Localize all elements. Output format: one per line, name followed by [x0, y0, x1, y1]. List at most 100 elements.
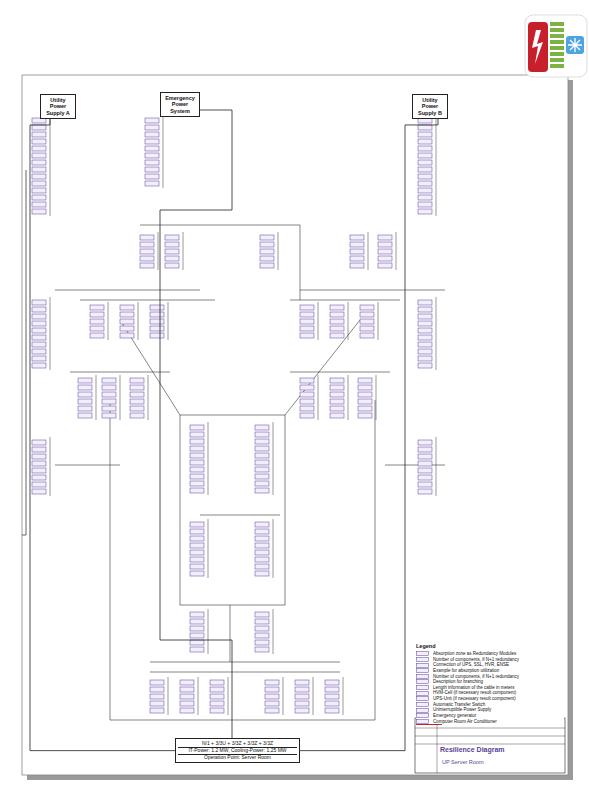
component-box — [102, 392, 116, 397]
component-box — [210, 694, 224, 699]
component-box — [418, 468, 432, 473]
feeder-line — [348, 375, 349, 420]
component-box — [330, 333, 344, 338]
component-box — [190, 481, 204, 486]
component-box — [190, 488, 204, 493]
component-box — [260, 263, 274, 268]
legend-sample — [416, 685, 430, 690]
component-box — [260, 256, 274, 261]
component-box — [130, 385, 144, 390]
component-box — [330, 399, 344, 404]
component-box — [295, 680, 309, 685]
legend-row: Example for absorption utilization — [416, 668, 564, 674]
component-box — [300, 333, 314, 338]
feeder-line — [120, 375, 121, 420]
component-box — [120, 305, 134, 310]
component-box — [150, 326, 164, 331]
component-box — [32, 475, 46, 480]
component-box — [190, 633, 204, 638]
component-box — [300, 406, 314, 411]
legend-text: UPS-Unit (if necessary result component) — [433, 696, 516, 702]
component-box — [418, 125, 432, 130]
component-box — [190, 557, 204, 562]
component-box — [255, 425, 269, 430]
component-box — [32, 146, 46, 151]
legend-row: Number of components, if N+1 redundancy — [416, 674, 564, 680]
component-box — [130, 399, 144, 404]
component-box — [300, 385, 314, 390]
component-box — [78, 378, 92, 383]
component-box — [418, 475, 432, 480]
legend-row: Number of components, if N+1 redundancy — [416, 657, 564, 663]
legend-sample — [416, 708, 430, 713]
component-box — [418, 307, 432, 312]
component-box — [265, 680, 279, 685]
component-box — [32, 356, 46, 361]
component-box — [165, 256, 179, 261]
node-text: Operation Point: Server Room — [178, 754, 297, 761]
node-text: Emergency Power System — [163, 95, 197, 114]
component-box — [140, 256, 154, 261]
component-box — [32, 321, 46, 326]
component-box — [418, 139, 432, 144]
component-box — [32, 167, 46, 172]
source-box: Utility Power Supply A — [40, 94, 76, 119]
component-box — [300, 378, 314, 383]
legend-sample — [416, 713, 430, 718]
legend-row: Connection of UPS, SSL, HVR, ENSE — [416, 662, 564, 668]
component-box — [418, 167, 432, 172]
component-box — [32, 328, 46, 333]
component-box — [150, 333, 164, 338]
component-box — [190, 564, 204, 569]
legend-text: Connection of UPS, SSL, HVR, ENSE — [433, 662, 509, 668]
component-box — [418, 321, 432, 326]
feeder-line — [148, 375, 149, 420]
component-box — [145, 160, 159, 165]
feeder-line — [50, 297, 51, 370]
component-box — [378, 256, 392, 261]
component-box — [255, 474, 269, 479]
component-box — [140, 249, 154, 254]
component-box — [32, 363, 46, 368]
feeder-line — [278, 232, 279, 270]
component-box — [190, 571, 204, 576]
component-box — [358, 385, 372, 390]
component-box — [418, 209, 432, 214]
logo-red — [528, 22, 548, 72]
component-box — [140, 235, 154, 240]
legend-row: Emergency generator — [416, 713, 564, 719]
feeder-line — [198, 677, 199, 715]
component-box — [32, 349, 46, 354]
component-box — [418, 482, 432, 487]
node-text: Utility Power Supply B — [415, 97, 445, 116]
component-box — [330, 378, 344, 383]
component-box — [360, 333, 374, 338]
feeder-line — [158, 232, 159, 270]
legend-text: Example for absorption utilization — [433, 668, 499, 674]
logo-bolt — [532, 30, 543, 64]
component-box — [260, 242, 274, 247]
component-box — [350, 256, 364, 261]
legend-row: Length information of the cable in meter… — [416, 685, 564, 691]
component-box — [150, 694, 164, 699]
component-box — [32, 489, 46, 494]
component-box — [358, 392, 372, 397]
feeder-line — [318, 375, 319, 420]
component-box — [378, 249, 392, 254]
component-box — [255, 557, 269, 562]
feeder-line — [168, 677, 169, 715]
drawing-sheet — [22, 75, 568, 775]
component-box — [145, 167, 159, 172]
component-box — [378, 235, 392, 240]
component-box — [150, 319, 164, 324]
component-box — [210, 680, 224, 685]
component-box — [150, 680, 164, 685]
component-box — [255, 619, 269, 624]
component-box — [255, 626, 269, 631]
component-box — [255, 488, 269, 493]
feeder-line — [313, 677, 314, 715]
component-box — [325, 687, 339, 692]
component-box — [190, 474, 204, 479]
component-box — [32, 314, 46, 319]
component-box — [418, 440, 432, 445]
